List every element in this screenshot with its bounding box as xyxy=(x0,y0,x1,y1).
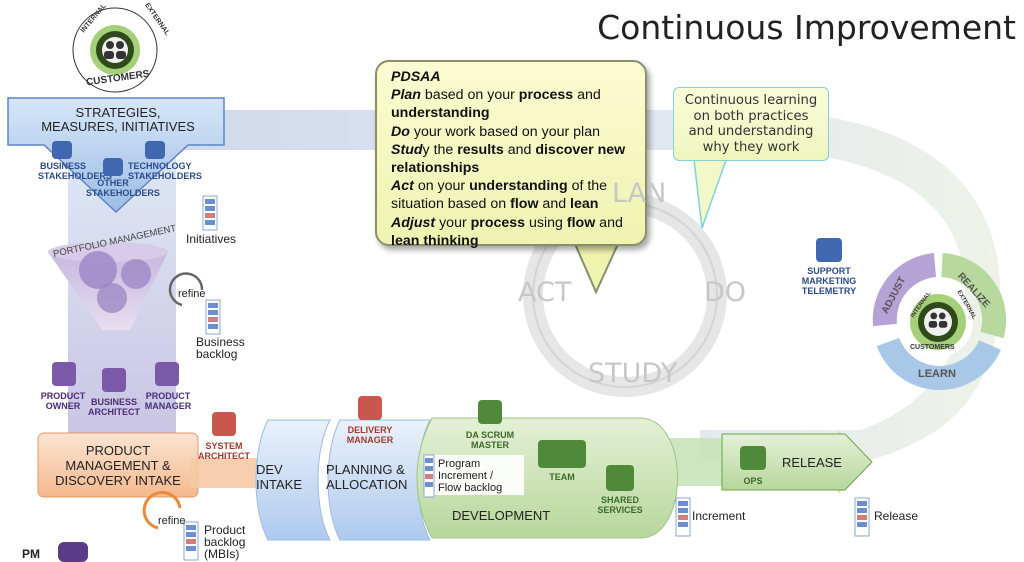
pdsaa-text-segment: Adjust xyxy=(391,214,436,231)
person-icon xyxy=(155,362,179,386)
pdsaa-text-segment: lean xyxy=(570,196,599,213)
person-icon xyxy=(212,412,236,436)
pdsaa-text-segment: understanding xyxy=(469,178,568,195)
pdsaa-text-segment: relationships xyxy=(391,160,480,177)
cycle-study-label: STUDY xyxy=(588,358,678,389)
team-icon xyxy=(538,440,586,468)
pdsaa-line: relationships xyxy=(391,159,631,177)
customers-icon xyxy=(925,310,951,337)
pdsaa-line: situation based on flow and lean xyxy=(391,195,631,213)
person-icon xyxy=(358,396,382,420)
pdsaa-text-segment: and xyxy=(503,141,536,158)
person-icon xyxy=(145,141,165,159)
pdsaa-text-segment: your work based on your plan xyxy=(409,123,600,140)
pdsaa-text-segment: process xyxy=(470,214,526,231)
pdsaa-text-segment: Stud xyxy=(391,141,423,158)
gear-people-icon xyxy=(606,465,634,491)
release-item-label: Release xyxy=(874,509,919,523)
customers-label: CUSTOMERS xyxy=(910,344,955,351)
person-icon xyxy=(52,362,76,386)
cycle-do-label: DO xyxy=(704,277,747,308)
pdsaa-text-segment: Act xyxy=(391,178,414,195)
refine-label: refine xyxy=(158,515,186,527)
pdsaa-text-segment: lean thinking xyxy=(391,232,479,249)
person-icon xyxy=(103,158,123,176)
person-icon xyxy=(816,238,842,262)
initiatives-label: Initiatives xyxy=(186,232,237,246)
pdsaa-text-segment: on your xyxy=(413,178,470,195)
pdsaa-text-segment: y the xyxy=(422,141,458,158)
team-label: TEAM xyxy=(549,472,575,482)
pdsaa-line: Plan based on your process and xyxy=(391,86,631,104)
release-label: RELEASE xyxy=(782,455,842,470)
learn-label: LEARN xyxy=(918,368,956,380)
pdsaa-text-segment: results xyxy=(457,141,504,158)
person-icon xyxy=(478,400,502,424)
pdsaa-text-segment: flow xyxy=(510,196,539,213)
pdsaa-text-segment: using xyxy=(525,214,567,231)
pdsaa-text-segment: process xyxy=(518,87,574,104)
pdsaa-text-segment: understanding xyxy=(391,105,490,122)
pdsaa-line: Do your work based on your plan xyxy=(391,123,631,141)
gear-people-icon xyxy=(740,446,766,470)
pdsaa-text-segment: Do xyxy=(391,123,410,140)
strategies-title: STRATEGIES,MEASURES, INITIATIVES xyxy=(41,105,195,134)
pdsaa-text-segment: situation based on xyxy=(391,196,511,213)
pdsaa-text-segment: based on your xyxy=(420,87,519,104)
pdsaa-line: Study the results and discover new xyxy=(391,141,631,159)
pdsaa-text-segment: and xyxy=(595,214,623,231)
pdsaa-line: Act on your understanding of the xyxy=(391,177,631,195)
ops-label: OPS xyxy=(743,476,763,486)
cycle-plan-label: LAN xyxy=(612,178,667,209)
pdsaa-text-segment: your xyxy=(435,214,471,231)
person-icon xyxy=(52,141,72,159)
increment-label: Increment xyxy=(692,509,746,523)
planning-allocation-label: PLANNING &ALLOCATION xyxy=(326,462,408,492)
pmi-logo: PM xyxy=(22,547,40,561)
page-title: Continuous Improvement xyxy=(597,8,1016,47)
pdsaa-text-segment: flow xyxy=(566,214,596,231)
cycle-act-label: ACT xyxy=(518,277,572,308)
pdsaa-text-segment: and xyxy=(538,196,571,213)
refine-label: refine xyxy=(178,288,206,300)
continuous-learning-note: Continuous learning on both practices an… xyxy=(673,87,829,161)
pdsaa-text-segment: of the xyxy=(567,178,608,195)
pdsaa-line: understanding xyxy=(391,104,631,122)
pdsaa-text-segment: and xyxy=(573,87,601,104)
development-label: DEVELOPMENT xyxy=(452,508,551,523)
pdsaa-text-segment: Plan xyxy=(391,87,421,104)
pdsaa-line: lean thinking xyxy=(391,232,631,250)
pdsaa-text-segment: discover new xyxy=(535,141,626,158)
customers-icon xyxy=(100,38,130,69)
pdsaa-heading: PDSAA xyxy=(391,69,441,85)
person-icon xyxy=(102,368,126,392)
pdsaa-line: Adjust your process using flow and xyxy=(391,214,631,232)
